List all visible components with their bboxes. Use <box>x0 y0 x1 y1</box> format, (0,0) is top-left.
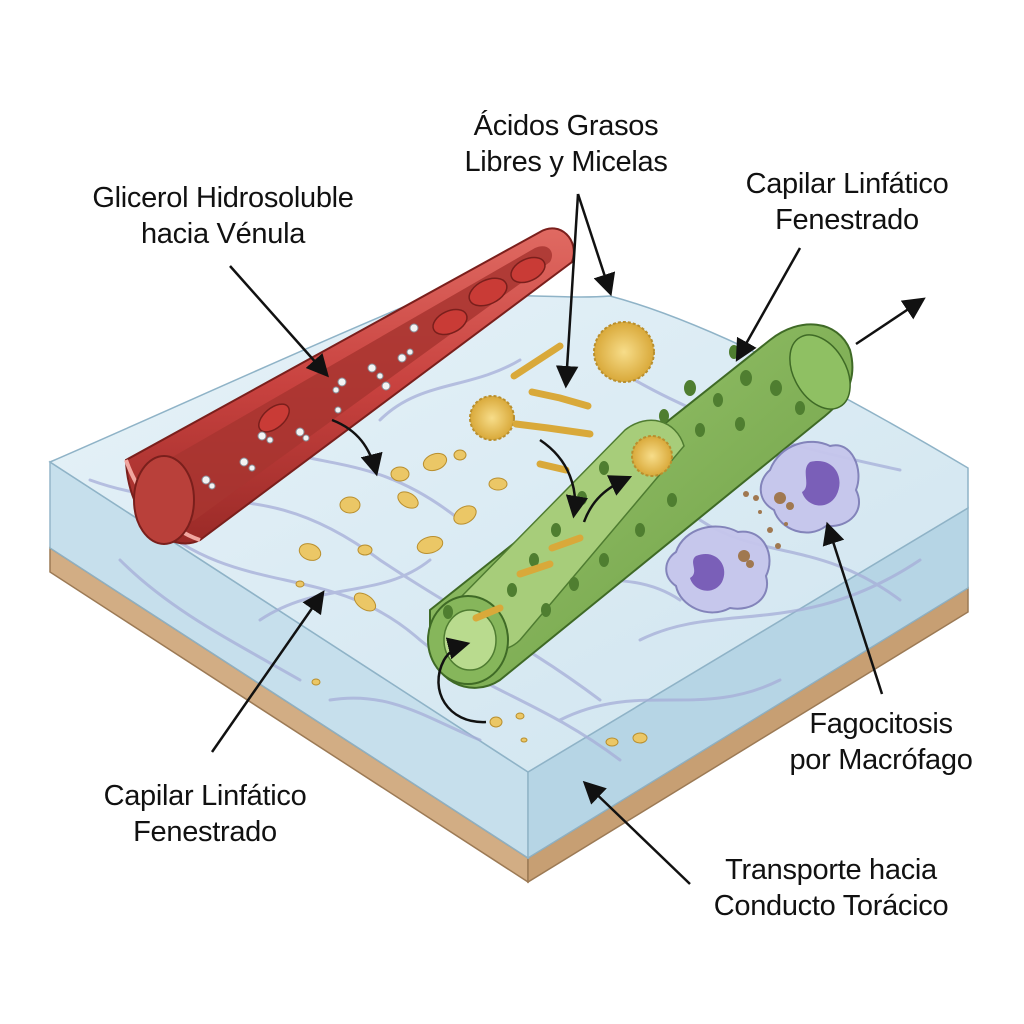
label-lymphatic-top-line1: Capilar Linfático <box>745 168 949 200</box>
label-transport: Transporte hacia Conducto Torácico <box>686 852 976 924</box>
label-transport-line1: Transporte hacia <box>725 854 937 886</box>
venule <box>124 227 575 545</box>
arrow-glycerol-out <box>331 418 383 477</box>
micelle-inside-lymphatic <box>631 435 673 477</box>
label-lymphatic-top: Capilar Linfático Fenestrado <box>712 166 982 238</box>
label-fatty-acids-line1: Ácidos Grasos <box>473 110 659 142</box>
fat-droplets <box>295 449 648 747</box>
label-lymphatic-bottom-line1: Capilar Linfático <box>103 780 307 812</box>
label-phagocytosis-line2: por Macrófago <box>789 744 973 776</box>
label-fatty-acids-line2: Libres y Micelas <box>464 146 668 178</box>
label-glycerol: Glicerol Hidrosoluble hacia Vénula <box>60 180 386 252</box>
arrow-lymph-loop <box>437 637 487 724</box>
arrow-phagocytosis <box>822 521 884 695</box>
label-lymphatic-top-line2: Fenestrado <box>775 204 919 236</box>
label-transport-line2: Conducto Torácico <box>713 890 949 922</box>
arrow-lymph-exit <box>855 297 926 346</box>
chylomicron-rods <box>472 534 584 622</box>
arrow-micelle-up <box>582 475 633 523</box>
label-glycerol-line1: Glicerol Hidrosoluble <box>92 182 354 214</box>
micelle-large <box>593 321 655 383</box>
label-glycerol-line2: hacia Vénula <box>140 218 306 250</box>
glycerol-molecules <box>201 323 419 490</box>
macrophages <box>665 440 861 614</box>
arrow-glycerol <box>229 265 329 378</box>
label-lymphatic-bottom-line2: Fenestrado <box>133 816 277 848</box>
arrow-fatty-2 <box>576 193 616 297</box>
label-phagocytosis-line1: Fagocitosis <box>809 708 953 740</box>
arrow-fatty-in <box>539 438 589 519</box>
venule-opening <box>133 455 195 545</box>
arrow-transport <box>582 780 691 885</box>
red-blood-cells <box>258 256 546 433</box>
phagocytosed-debris <box>738 491 794 568</box>
annotation-arrows <box>210 193 926 885</box>
label-fatty-acids: Ácidos Grasos Libres y Micelas <box>440 108 692 180</box>
label-phagocytosis: Fagocitosis por Macrófago <box>766 706 996 778</box>
fatty-acids-micelles <box>469 321 655 474</box>
arrow-lymph-bottom <box>210 590 325 753</box>
label-lymphatic-bottom: Capilar Linfático Fenestrado <box>70 778 340 850</box>
arrow-lymph-top <box>735 247 802 362</box>
arrow-fatty-1 <box>555 193 580 389</box>
micelle-small <box>469 395 515 441</box>
